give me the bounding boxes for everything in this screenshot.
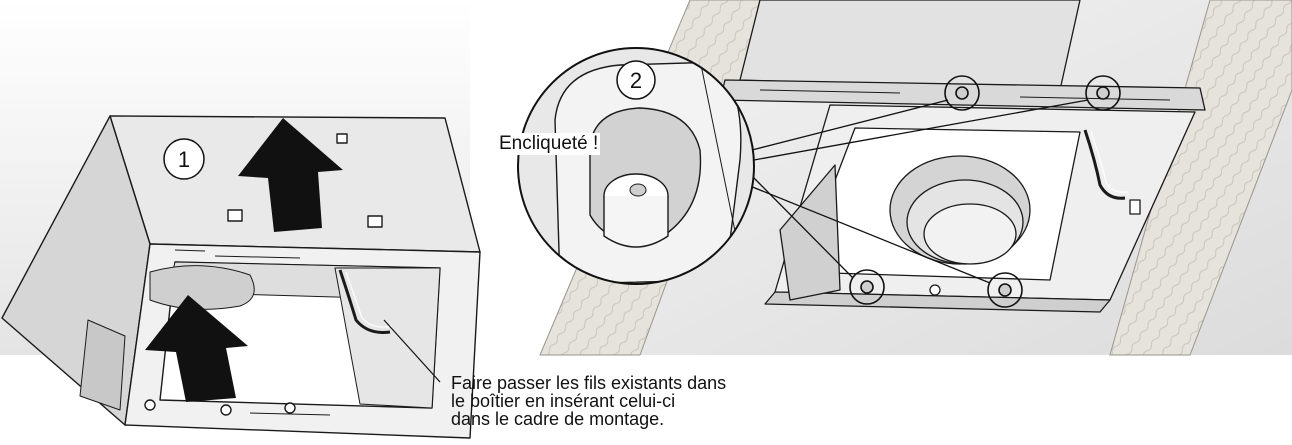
snap-point-ring: [987, 272, 1023, 308]
snap-point-ring: [1085, 75, 1121, 111]
caption-line: Faire passer les fils existants dans: [451, 373, 727, 393]
snap-point-ring: [849, 269, 885, 305]
magnifier-leader-lines: [749, 99, 1089, 284]
caption-line: le boîtier en insérant celui-ci: [451, 391, 676, 411]
step-1-number: 1: [178, 147, 190, 172]
magnifier-circle: [517, 47, 755, 285]
up-arrow-icon: [238, 118, 343, 232]
step-2-number: 2: [630, 68, 642, 93]
mounted-housing: [719, 0, 1206, 313]
snap-points: [849, 75, 1121, 308]
fan-housing-box: [1, 115, 481, 439]
step-1-marker: 1: [163, 138, 205, 180]
snap-point-ring: [944, 75, 980, 111]
step-2-marker: 2: [616, 60, 656, 100]
caption-line: dans le cadre de montage.: [451, 409, 665, 429]
snapped-callout-label: Encliqueté !: [497, 133, 601, 155]
wiring-instruction-caption: Faire passer les fils existants dans le …: [451, 374, 831, 428]
caption-leader-line: [383, 319, 441, 383]
up-arrow-icon: [145, 295, 248, 402]
